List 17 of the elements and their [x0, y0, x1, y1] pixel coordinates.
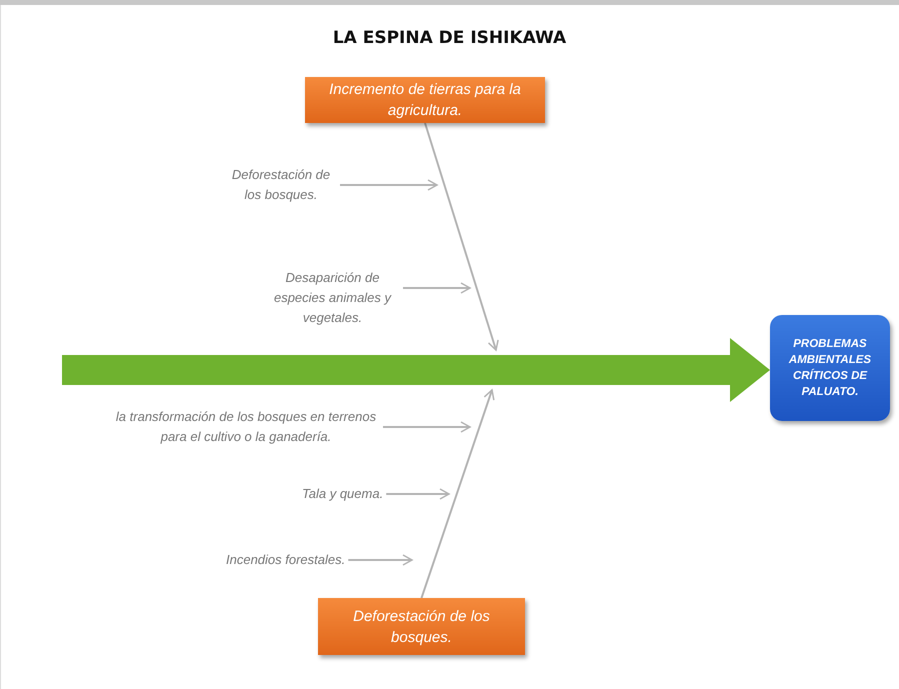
diagram-title: LA ESPINA DE ISHIKAWA [332, 28, 568, 48]
cause-text: la transformación de los bosques en terrenos para el cultivo o la ganadería. [112, 407, 380, 447]
cause-arrow [383, 421, 471, 433]
cause-arrow [386, 488, 450, 500]
bone-arrow [420, 389, 495, 598]
bone-arrow [424, 122, 499, 351]
cause-arrow [403, 282, 471, 294]
spine-arrow [62, 338, 770, 402]
category-box: Incremento de tierras para la agricultura. [305, 77, 545, 123]
cause-arrow [348, 554, 413, 566]
cause-arrow [340, 179, 438, 191]
cause-text: Deforestación de los bosques. [225, 165, 337, 205]
cause-text: Tala y quema. [302, 484, 384, 504]
effect-box: PROBLEMAS AMBIENTALES CRÍTICOS DE PALUATO. [770, 315, 890, 421]
category-box: Deforestación de los bosques. [318, 598, 525, 655]
cause-text: Incendios forestales. [226, 550, 346, 570]
cause-text: Desaparición de especies animales y vegetales. [265, 268, 400, 328]
